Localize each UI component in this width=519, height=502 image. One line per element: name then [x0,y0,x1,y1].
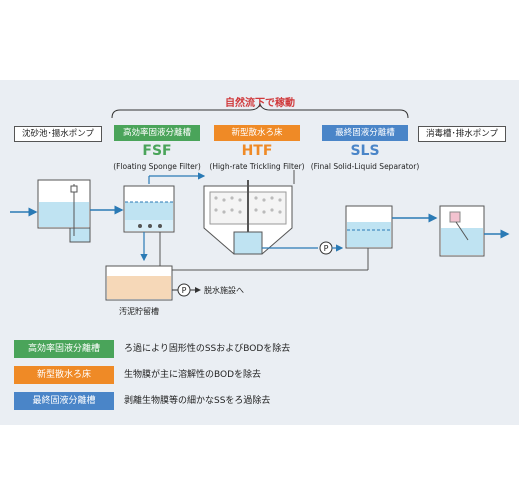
svg-text:P: P [324,244,329,253]
stage-right-label: 消毒槽･排水ポンプ [418,126,506,142]
dewatering-label: 脱水施設へ [204,286,244,295]
sludge-tank-label: 汚泥貯留槽 [119,307,159,316]
disinfection-tank [439,205,485,257]
legend-fsf-tag: 高効率固液分離槽 [14,340,114,358]
sls-abbr: SLS [350,143,380,159]
process-diagram: P P [10,170,510,301]
stage-htf-tag: 新型散水ろ床 [214,125,300,141]
legend-htf-text: 生物膜が主に溶解性のBODを除去 [124,370,262,380]
legend-sls-tag: 最終固液分離槽 [14,392,114,410]
htf-full-name: (High-rate Trickling Filter) [209,162,305,171]
svg-text:P: P [182,286,187,295]
legend-htf-tag: 新型散水ろ床 [14,366,114,384]
legend-fsf-text: ろ過により固形性のSSおよびBODを除去 [124,344,291,354]
legend-sls-text: 剥離生物膜等の細かなSSをろ過除去 [124,396,271,406]
fsf-full-name: (Floating Sponge Filter) [113,162,201,171]
fsf-tank [123,185,175,233]
sls-full-name: (Final Solid-Liquid Separator) [310,162,420,171]
sls-tank [345,205,393,249]
htf-tank [203,180,293,255]
gravity-brace [111,102,409,119]
sludge-storage-tank [105,265,173,301]
grit-chamber-tank [37,179,91,243]
stage-fsf-tag: 高効率固液分離槽 [114,125,200,141]
htf-abbr: HTF [241,143,273,159]
stage-sls-tag: 最終固液分離槽 [322,125,408,141]
stage-left-label: 沈砂池･揚水ポンプ [14,126,102,142]
fsf-abbr: FSF [142,143,172,159]
